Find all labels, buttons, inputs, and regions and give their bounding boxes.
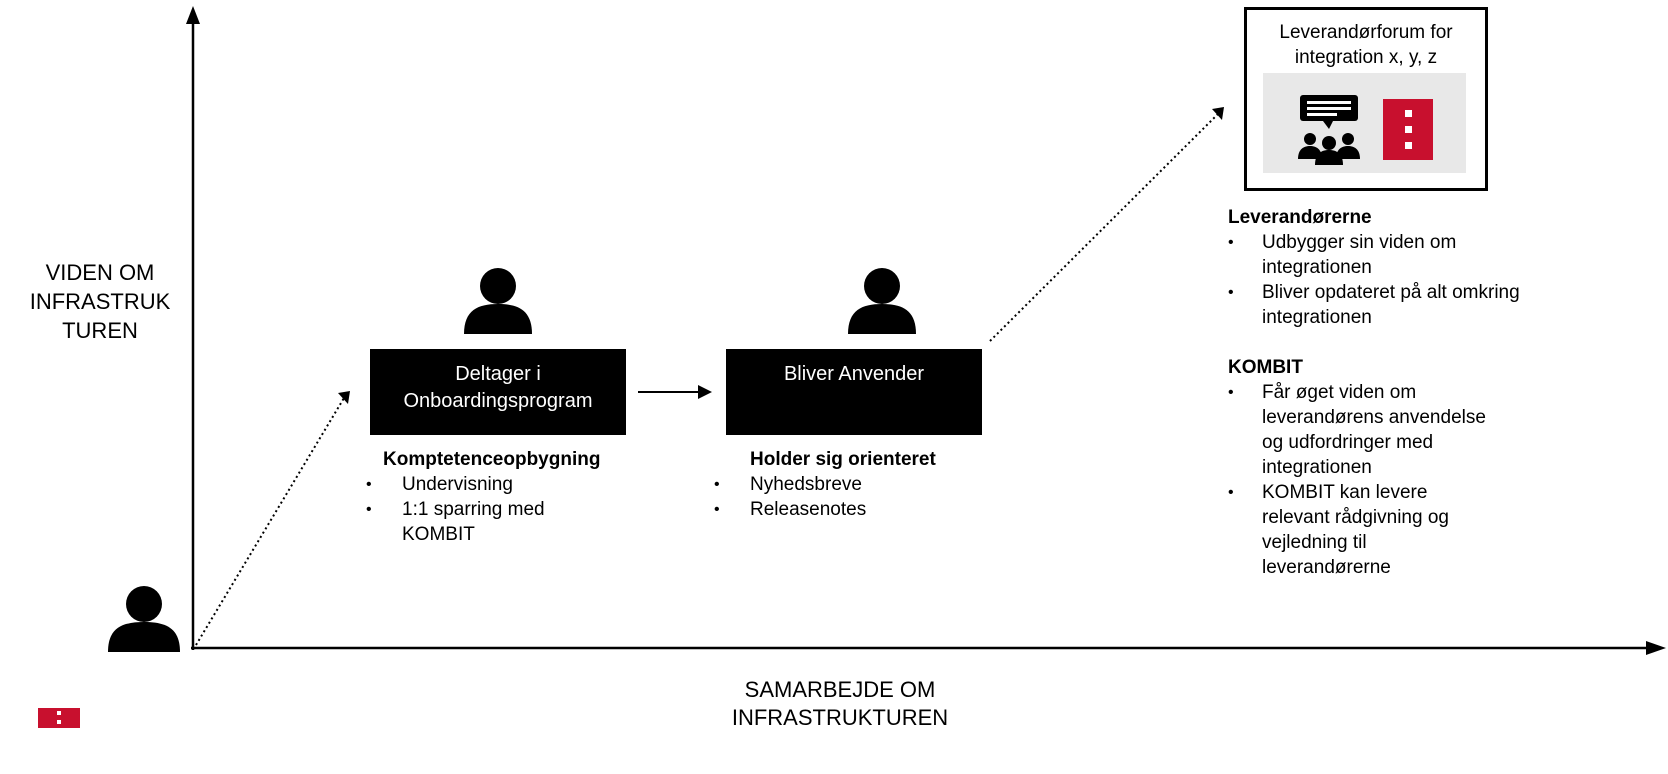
kombit-list: Får øget viden om leverandørens anvendel… [1228,380,1548,580]
person-icon [464,268,532,334]
forum-title: Leverandørforum for integration x, y, z [1279,22,1453,68]
dotted-arrow-2-head [1212,107,1224,120]
stage-box-user: Bliver Anvender [726,349,982,435]
stage-box-onboarding: Deltager i Onboardingsprogram [370,349,626,435]
dotted-arrow-1 [195,397,345,646]
list-item: Undervisning [366,472,683,497]
right-column: Leverandørerne Udbygger sin viden om int… [1228,205,1648,580]
dotted-arrow-2 [989,113,1219,342]
x-axis-label: SAMARBEJDE OM INFRASTRUKTUREN [731,677,949,730]
list-item: KOMBIT kan levere relevant rådgivning og… [1228,480,1490,580]
kombit-heading: KOMBIT [1228,357,1303,378]
meeting-icon [1298,95,1360,165]
list-item: Får øget viden om leverandørens anvendel… [1228,380,1510,480]
stage1-details: Komptetenceopbygning Undervisning 1:1 sp… [366,447,683,547]
stage2-details: Holder sig orienteret Nyhedsbreve Releas… [714,447,1010,522]
forum-image [1263,73,1466,173]
list-item: Nyhedsbreve [714,472,1010,497]
list-item: Udbygger sin viden om integrationen [1228,230,1528,280]
dotted-arrow-1-head [338,391,350,404]
solid-arrow-head [698,385,712,399]
stage2-list: Nyhedsbreve Releasenotes [714,472,1010,522]
person-icon [108,586,180,652]
x-axis-arrow [1646,641,1666,655]
list-item: Releasenotes [714,497,1010,522]
kombit-logo-icon [38,708,80,728]
y-axis-arrow [186,6,200,24]
y-axis-label: VIDEN OM INFRASTRUK TUREN [29,260,171,343]
stage2-heading: Holder sig orienteret [750,449,936,470]
person-icon [848,268,916,334]
stage1-list: Undervisning 1:1 sparring med KOMBIT [366,472,683,547]
kombit-logo-icon [1383,99,1433,160]
supplier-forum-box: Leverandørforum for integration x, y, z [1244,7,1488,191]
suppliers-list: Udbygger sin viden om integrationen Bliv… [1228,230,1528,330]
stage1-heading: Komptetenceopbygning [383,449,601,470]
suppliers-heading: Leverandørerne [1228,207,1372,228]
list-item: Bliver opdateret på alt omkring integrat… [1228,280,1528,330]
list-item: 1:1 sparring med KOMBIT [366,497,602,547]
